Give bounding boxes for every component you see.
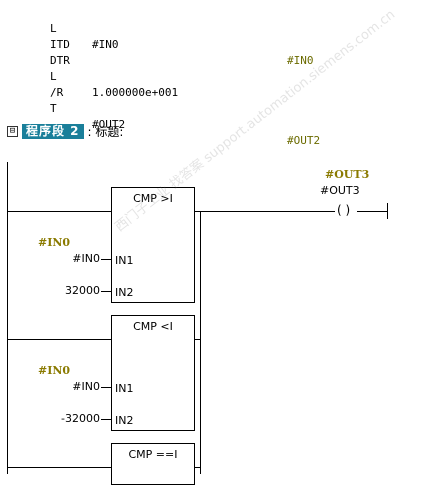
stl-line: ITD: [0, 21, 70, 51]
output-wire: [194, 211, 335, 212]
stl-operand: #OUT2: [92, 118, 126, 131]
output-wire: [357, 211, 387, 212]
in1-wire: [101, 387, 111, 388]
block-title: CMP >I: [133, 192, 173, 205]
watermark: 西门子工业 找答案 support.automation.siemens.com…: [112, 7, 399, 235]
symbol-tag: #IN0: [38, 236, 71, 249]
in2-wire: [101, 291, 111, 292]
cmp-block[interactable]: CMP <I IN1 IN2: [111, 315, 195, 431]
pin-in2: IN2: [115, 286, 134, 299]
network-label[interactable]: 程序段 2: [22, 123, 84, 139]
stl-opcode: /R: [50, 86, 64, 99]
pin-in1: IN1: [115, 382, 134, 395]
output-wire: [194, 467, 201, 468]
coil-symbol: #OUT3: [325, 168, 370, 181]
pin-in2: IN2: [115, 414, 134, 427]
stl-operand: 1.000000e+001: [92, 86, 179, 99]
stl-symbol: #IN0: [287, 54, 314, 67]
enable-wire: [7, 339, 111, 340]
coil-operand[interactable]: #OUT3: [320, 184, 360, 197]
in2-operand[interactable]: -32000: [61, 412, 100, 425]
cmp-block[interactable]: CMP >I IN1 IN2: [111, 187, 195, 303]
network-title[interactable]: : 标题:: [87, 124, 124, 139]
stl-opcode: L: [50, 70, 57, 83]
stl-line: L #IN0 #IN0: [0, 5, 314, 67]
stl-opcode: L: [50, 22, 57, 35]
stl-line: /R: [0, 69, 63, 99]
stl-symbol: #OUT2: [287, 134, 321, 147]
stl-operand: #IN0: [92, 38, 119, 51]
in1-operand[interactable]: #IN0: [72, 252, 100, 265]
network-header: ⊟ 程序段 2 : 标题:: [7, 123, 123, 139]
or-branch-line: [200, 211, 201, 474]
stl-opcode: T: [50, 102, 57, 115]
stl-line: DTR: [0, 37, 70, 67]
pin-in1: IN1: [115, 254, 134, 267]
in1-operand[interactable]: #IN0: [72, 380, 100, 393]
enable-wire: [7, 467, 111, 468]
stl-opcode: ITD: [50, 38, 70, 51]
symbol-tag: #IN0: [38, 364, 71, 377]
power-rail: [7, 162, 8, 474]
cmp-block[interactable]: CMP ==I: [111, 443, 195, 485]
in1-wire: [101, 259, 111, 260]
block-title: CMP <I: [133, 320, 173, 333]
in2-operand[interactable]: 32000: [65, 284, 100, 297]
in2-wire: [101, 419, 111, 420]
stl-line: L 1.000000e+001: [0, 53, 178, 99]
output-wire: [194, 339, 201, 340]
enable-wire: [7, 211, 111, 212]
coil-icon[interactable]: ( ): [337, 203, 351, 217]
block-title: CMP ==I: [128, 448, 178, 461]
right-rail: [387, 203, 388, 219]
collapse-icon[interactable]: ⊟: [7, 125, 18, 137]
stl-opcode: DTR: [50, 54, 70, 67]
stl-line: T #OUT2 #OUT2: [0, 85, 320, 147]
